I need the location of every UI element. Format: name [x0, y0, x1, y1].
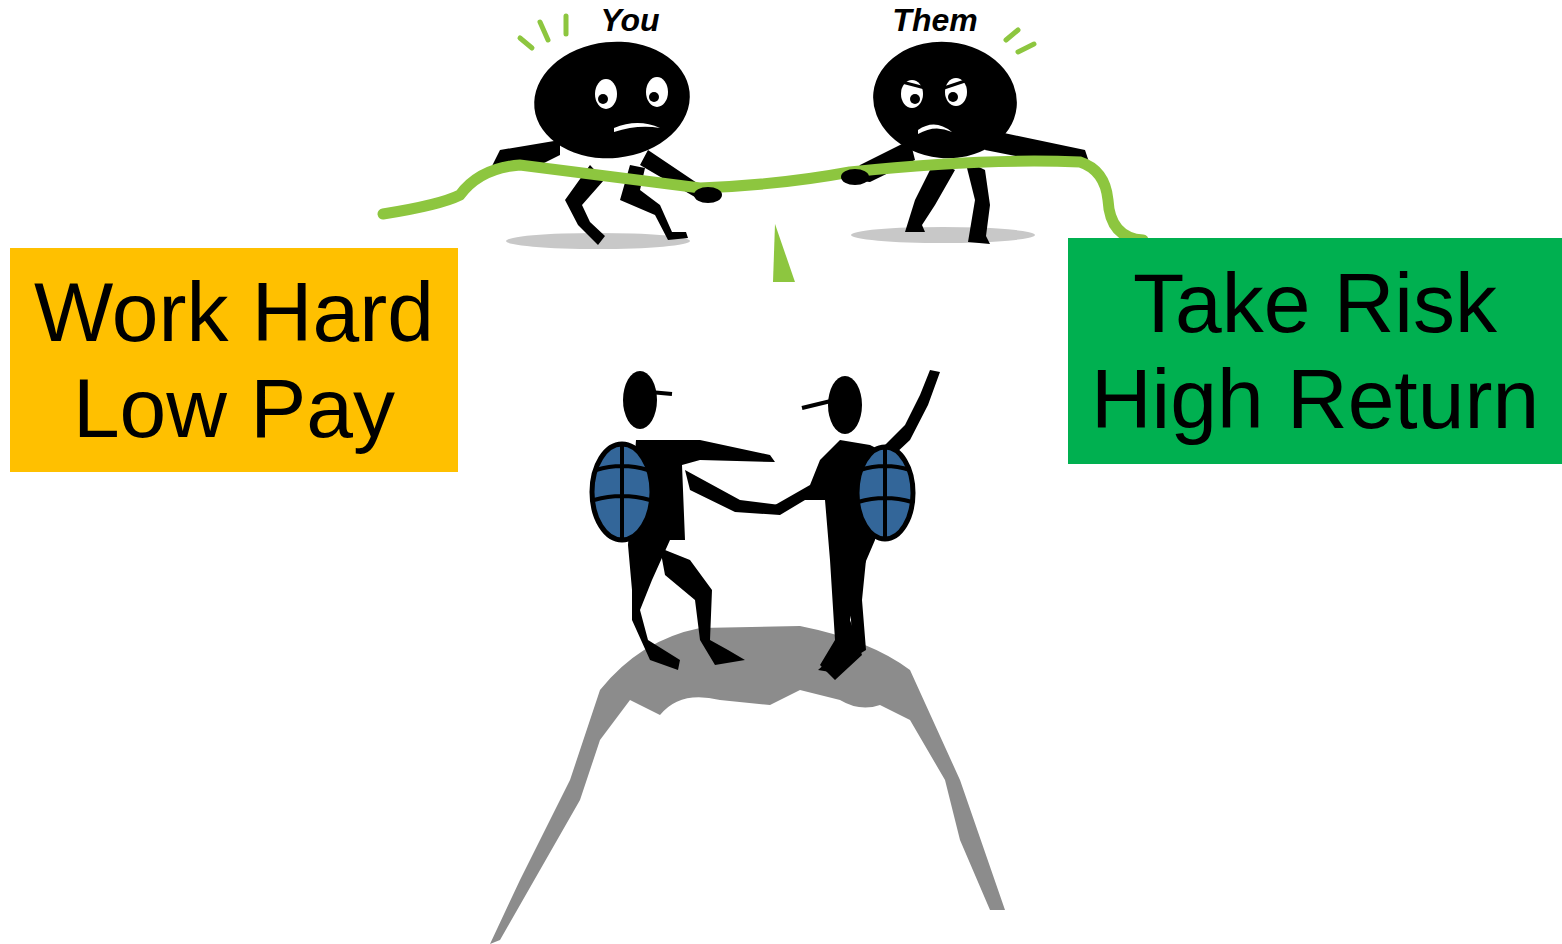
pointer-wedge — [773, 224, 795, 282]
hiker — [775, 370, 940, 680]
option-text: Take Risk High Return — [1068, 255, 1562, 447]
option-box: Take Risk High Return — [1068, 238, 1562, 464]
hand — [694, 187, 722, 203]
option-box: Work Hard Low Pay — [10, 248, 458, 472]
person-label: Them — [892, 2, 977, 39]
person-label: You — [600, 2, 659, 39]
you-figure — [490, 34, 716, 245]
option-text: Work Hard Low Pay — [10, 264, 458, 456]
hand — [841, 169, 869, 185]
text-group: Work Hard Low Pay — [10, 264, 458, 456]
them-figure — [850, 35, 1090, 244]
text-group: Take Risk High Return — [1068, 255, 1562, 447]
ground-shadow — [851, 227, 1035, 243]
rope — [383, 161, 1143, 240]
hiker — [592, 371, 780, 670]
mountain-peak — [490, 626, 1005, 944]
